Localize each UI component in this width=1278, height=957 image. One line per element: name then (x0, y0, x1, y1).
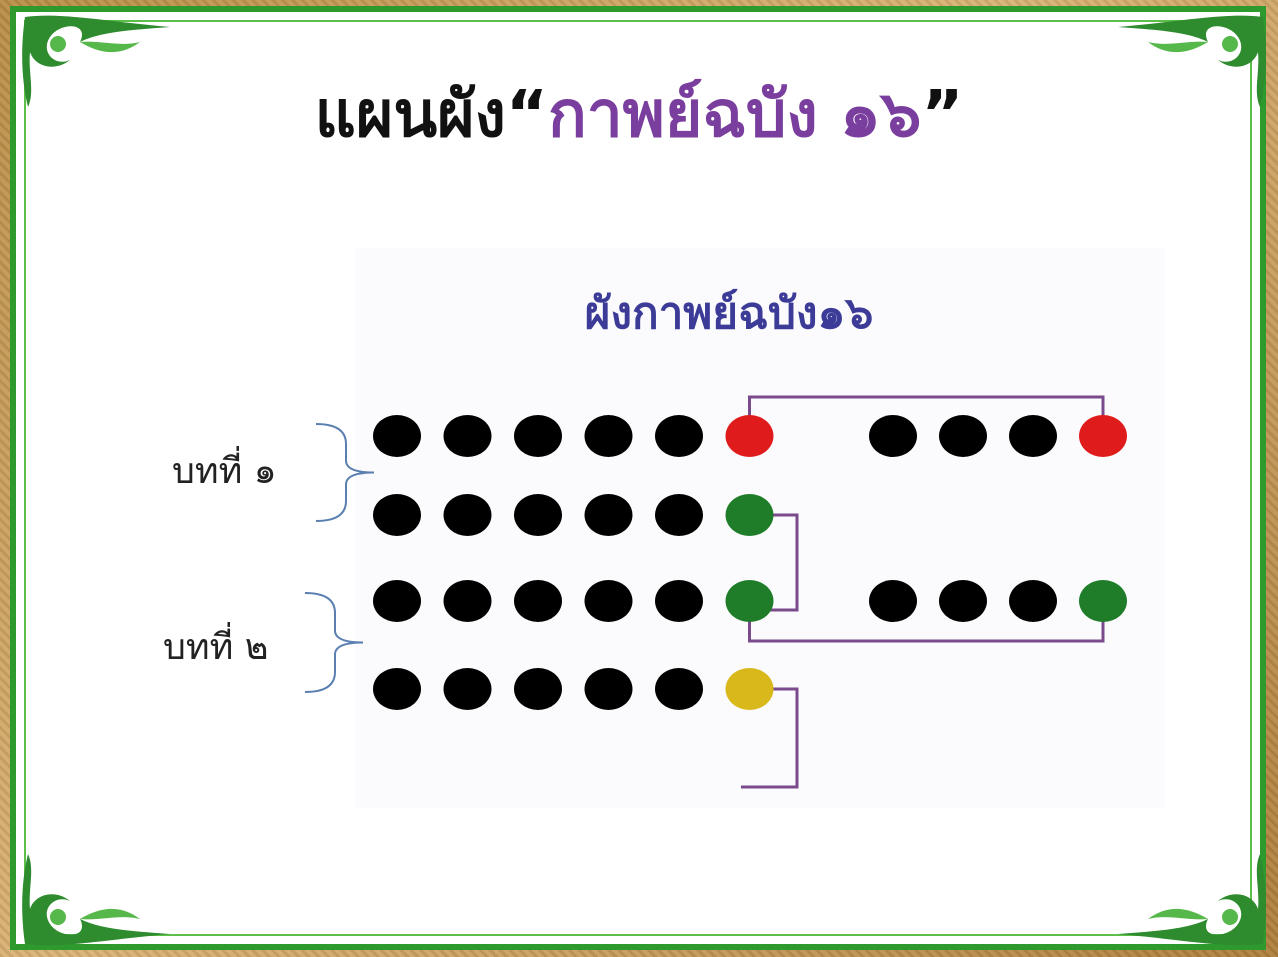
syllable-dot (939, 580, 987, 622)
syllable-dot (443, 494, 492, 536)
stanza-1-label: บทที่ ๑ (172, 451, 277, 492)
syllable-dot (939, 415, 987, 457)
syllable-dot (514, 494, 562, 536)
syllable-dot (584, 580, 633, 622)
corner-ornament-icon (1108, 849, 1268, 949)
rhyme-dot-green (725, 580, 774, 622)
syllable-dot (373, 415, 421, 457)
syllable-dot (443, 415, 492, 457)
title-highlight: กาพย์ฉบัง ๑๖ (547, 78, 922, 152)
syllable-dot (869, 415, 917, 457)
syllable-dot (655, 668, 703, 710)
syllable-dot (514, 415, 562, 457)
rhyme-dot-yellow (725, 668, 774, 710)
page-title: แผนผัง“กาพย์ฉบัง ๑๖” (0, 70, 1278, 160)
diagram-heading: ผังกาพย์ฉบัง๑๖ (584, 288, 874, 339)
syllable-dot (655, 580, 703, 622)
syllable-dot (443, 668, 492, 710)
corner-ornament-icon (20, 12, 180, 112)
stanza-2-bracket (304, 592, 364, 693)
corner-ornament-icon (1108, 12, 1268, 112)
syllable-dot (1009, 415, 1057, 457)
corner-ornament-icon (20, 849, 180, 949)
rhyme-dot-red (1079, 415, 1127, 457)
rhyme-dot-green (1079, 580, 1127, 622)
stanza-2-label: บทที่ ๒ (163, 627, 269, 668)
syllable-dot (655, 494, 703, 536)
syllable-dot (584, 668, 633, 710)
syllable-dot (869, 580, 917, 622)
syllable-dot (584, 415, 633, 457)
syllable-dot (655, 415, 703, 457)
syllable-dot (514, 580, 562, 622)
syllable-dot (584, 494, 633, 536)
stanza-brackets (304, 423, 375, 693)
title-close-quote: ” (921, 78, 964, 152)
rhyme-dot-red (725, 415, 774, 457)
syllable-dots (373, 415, 1127, 710)
syllable-dot (1009, 580, 1057, 622)
title-open-quote: “ (505, 78, 548, 152)
rhyme-dot-green (725, 494, 774, 536)
syllable-dot (514, 668, 562, 710)
title-prefix: แผนผัง (314, 78, 506, 152)
syllable-dot (373, 494, 421, 536)
syllable-dot (443, 580, 492, 622)
syllable-dot (373, 580, 421, 622)
stanza-1-bracket (315, 423, 375, 522)
syllable-dot (373, 668, 421, 710)
